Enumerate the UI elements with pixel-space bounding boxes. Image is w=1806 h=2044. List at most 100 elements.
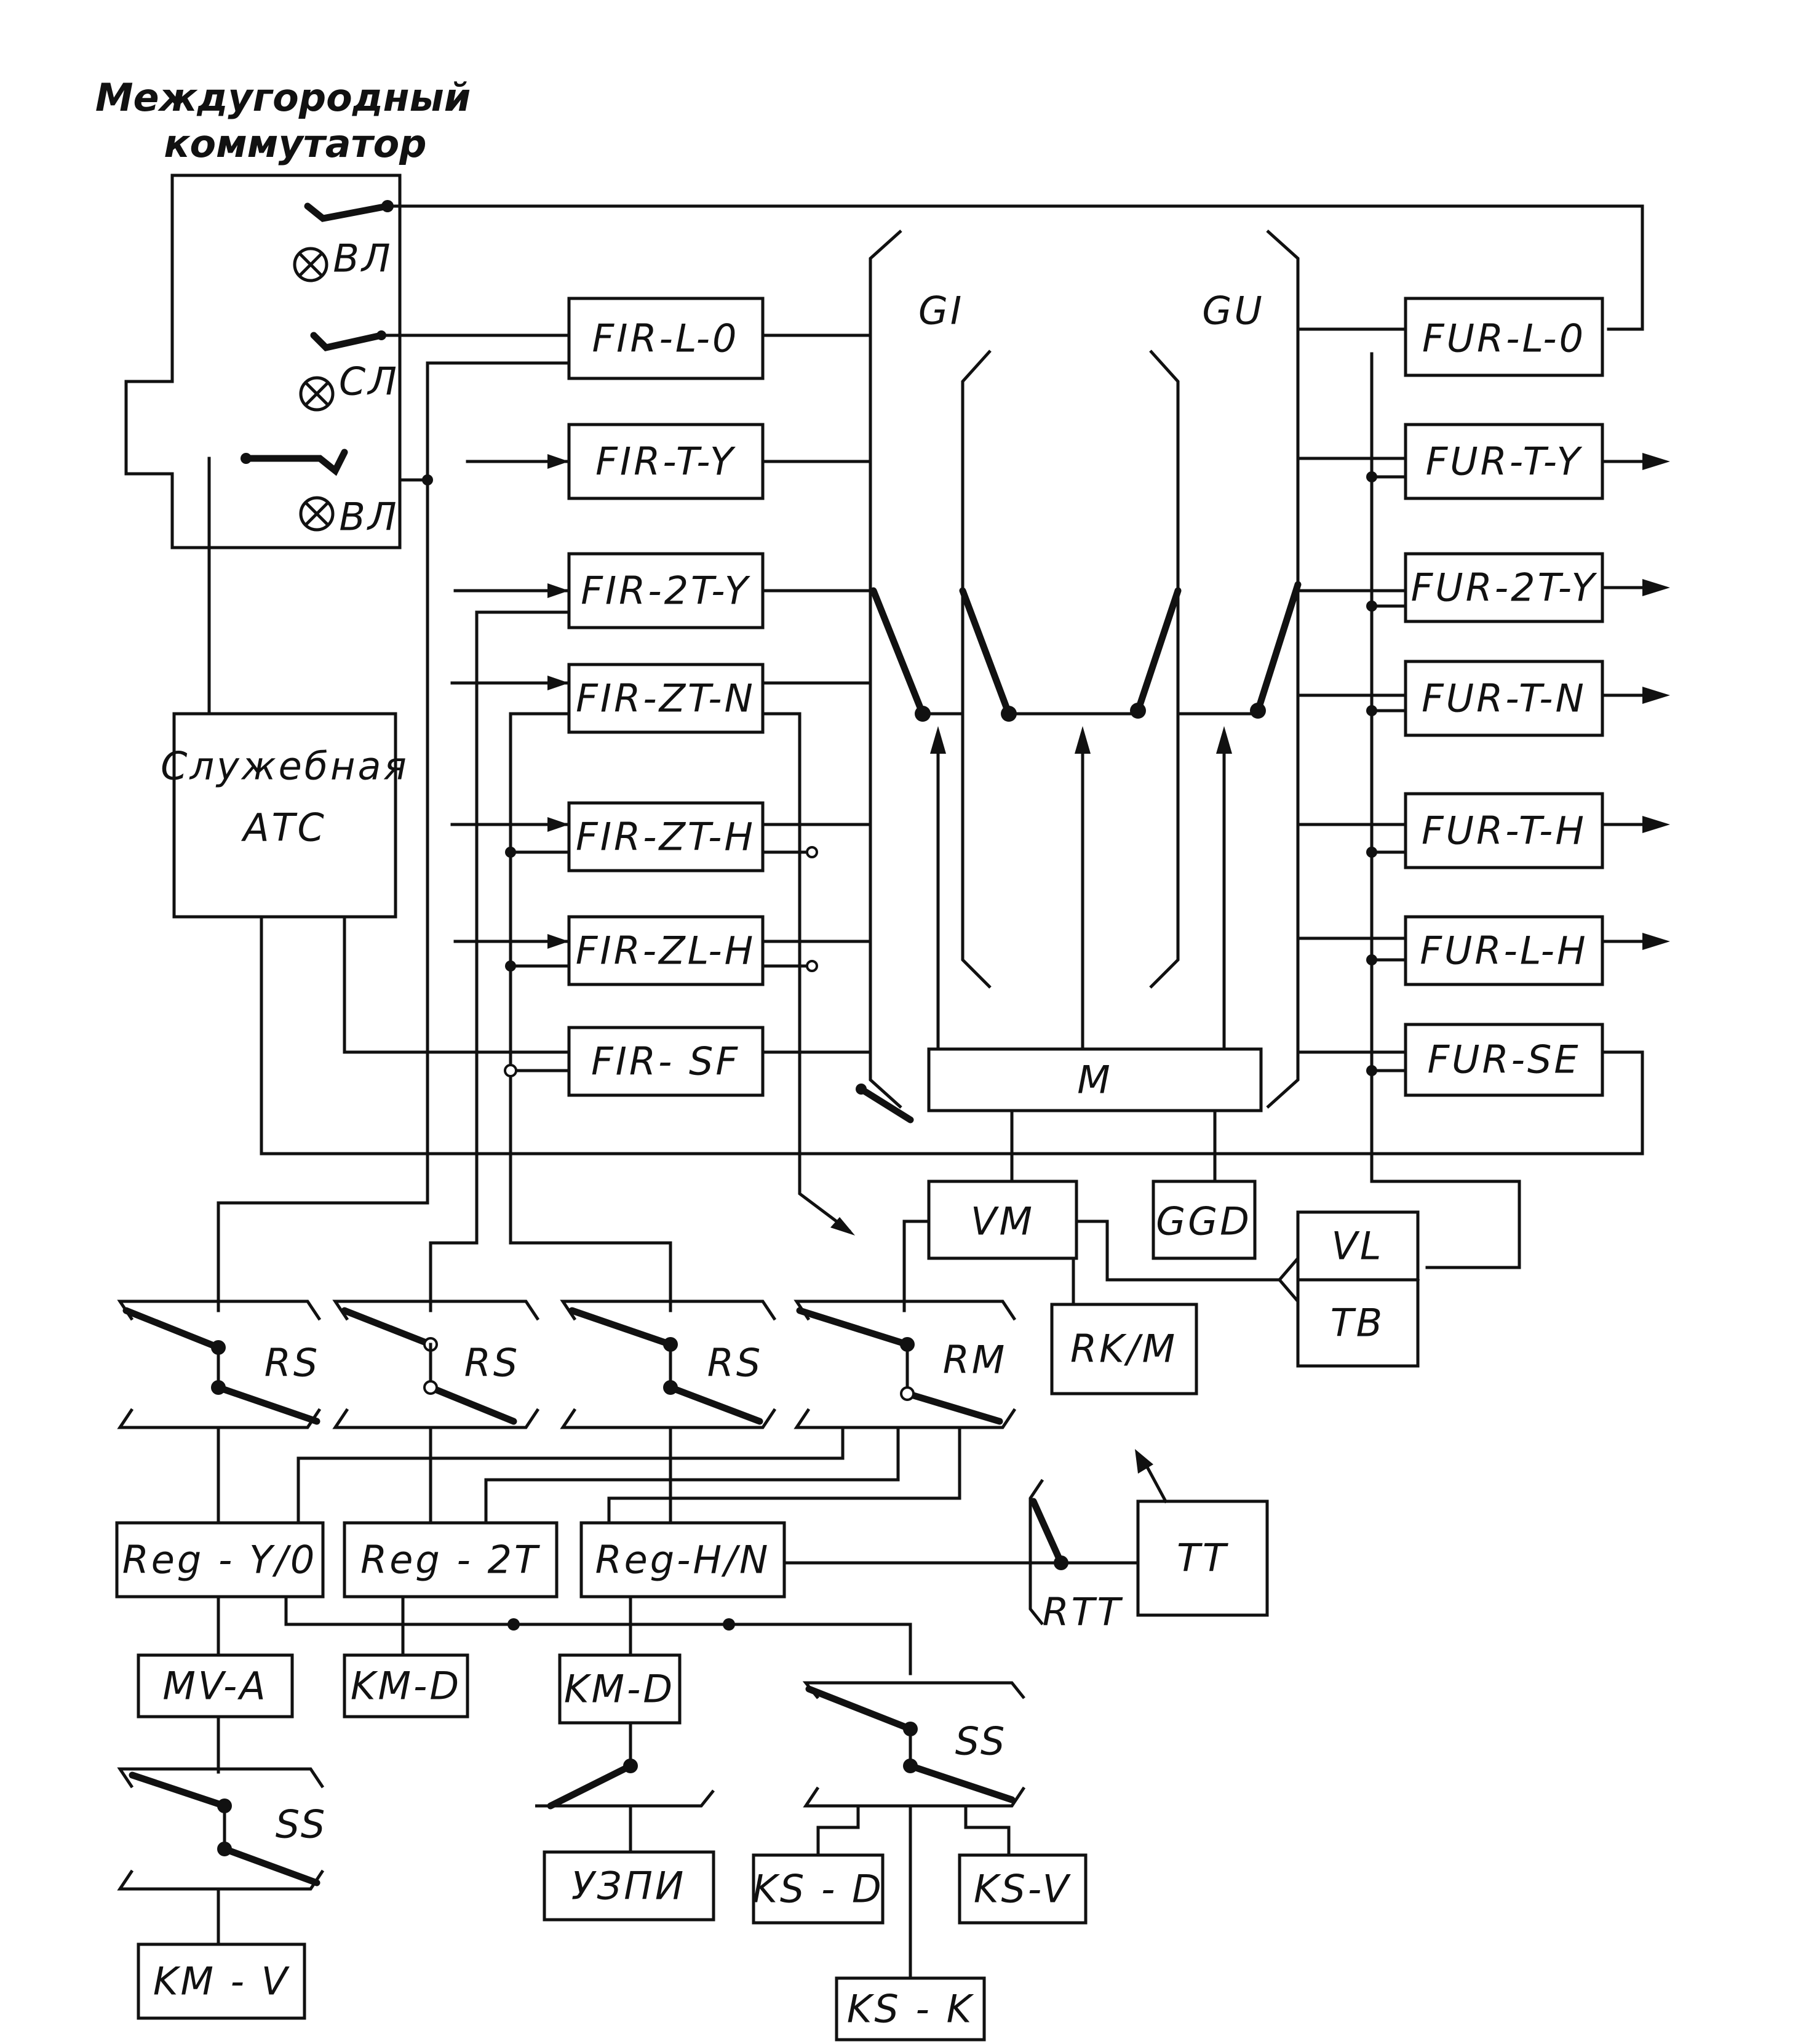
fur-block-1 [1404,297,1604,377]
jack-2-icon [310,332,385,352]
service-exchange-label-1: Служебная [161,744,409,789]
vm-block [927,1180,1078,1260]
marker-label: M [1077,1058,1113,1103]
kmd-2-label: KM-D [564,1667,675,1712]
fir-label-3: FIR-2T-Y [581,569,750,613]
rtt-selector: RTT [782,1479,1140,1635]
reg-y0-label: Reg - Y/0 [122,1538,317,1583]
lamp-3-label: ВЛ [339,495,399,540]
fur-block-7 [1404,1023,1604,1097]
rs-3-label: RS [707,1341,763,1386]
lamp-1-label: ВЛ [333,236,392,281]
ksk-block [835,1976,986,2042]
fir-label-1: FIR-L-0 [592,316,739,361]
rm-label: RM [943,1338,1008,1383]
ksv-label: KS-V [974,1867,1072,1912]
fir-block-1 [567,297,765,380]
ksk-label: KS - K [847,1987,974,2032]
tt-block [1136,1499,1269,1617]
tb-block [1296,1278,1420,1368]
fur-label-1: FUR-L-0 [1422,316,1586,361]
ss-1-label: SS [276,1802,328,1847]
trunk-switchboard: ВЛ СЛ ВЛ [124,174,402,549]
lamp-3-icon [299,496,335,532]
fir-label-4: FIR-ZT-N [576,676,755,721]
uzpi-label: УЗПИ [571,1864,686,1909]
gu-outer-bracket [1266,230,1300,1109]
fur-label-4: FUR-T-N [1422,676,1586,721]
fir-block-4 [567,663,765,734]
diagram-title-line1: Междугородный [95,75,471,120]
ksd-label: KS - D [752,1867,884,1912]
mva-label: MV-A [162,1664,268,1709]
vl-label: VL [1332,1224,1384,1269]
fur-block-6 [1404,915,1604,986]
fir-label-5: FIR-ZT-H [576,815,755,860]
diagram-title-line2: коммутатор [164,121,426,166]
tb-label: TB [1331,1301,1385,1346]
marker-block [927,1047,1263,1112]
fir-block-7 [567,1026,765,1097]
rkm-block [1050,1303,1198,1395]
rs-1-label: RS [265,1341,320,1386]
kmv-block [137,1942,306,2020]
fur-label-3: FUR-2T-Y [1411,565,1597,610]
wiring [207,204,1644,1312]
ksd-block [752,1853,885,1925]
fir-label-7: FIR- SF [591,1039,740,1084]
fir-block-6 [567,915,765,986]
lamp-2-label: СЛ [339,359,399,404]
register-selectors: RS RS RS RM [117,1299,1017,1525]
fur-label-7: FUR-SE [1427,1037,1580,1082]
rtt-label: RTT [1043,1590,1123,1635]
ggd-label: GGD [1156,1199,1252,1244]
fir-block-2 [567,423,765,500]
kmd-1-label: KM-D [351,1664,461,1709]
fir-label-2: FIR-T-Y [595,439,736,484]
gu-inner-bracket [1149,349,1180,989]
fir-block-5 [567,801,765,872]
rkm-label: RK/M [1070,1327,1177,1371]
service-exchange-label-2: АТС [241,805,327,850]
vl-block [1296,1210,1420,1282]
reg-y0-block [115,1521,325,1599]
lamp-2-icon [299,376,335,412]
kmv-label: KM - V [153,1959,290,2004]
reg-hn-label: Reg-H/N [595,1538,771,1583]
gi-outer-bracket [869,230,902,1109]
ksv-block [958,1853,1088,1925]
fir-label-6: FIR-ZL-H [576,928,756,973]
vm-label: VM [971,1199,1035,1244]
fur-label-2: FUR-T-Y [1426,439,1583,484]
fur-block-4 [1404,660,1604,737]
gi-inner-bracket [961,349,992,989]
lower-wiring: SS SS [117,1595,1026,1980]
fur-block-2 [1404,423,1604,500]
fur-label-6: FUR-L-H [1420,928,1588,973]
ggd-block [1152,1180,1257,1260]
lamp-1-icon [293,247,328,282]
fur-wiring [1296,327,1670,1269]
fur-block-3 [1404,552,1604,623]
switching-network: GI GU [856,230,1302,1124]
jack-1-icon [304,202,391,222]
service-exchange: Служебная АТС [161,712,409,919]
uzpi-block [543,1850,715,1922]
kmd-2-block [558,1653,682,1725]
kmd-1-block [343,1653,469,1719]
fir-block-3 [567,552,765,629]
gi-label: GI [918,289,964,333]
reg-hn-block [579,1521,786,1599]
mva-block [137,1653,294,1719]
rs-2-label: RS [464,1341,520,1386]
reg-2t-block [343,1521,559,1599]
fur-label-5: FUR-T-H [1422,808,1586,853]
fur-block-column: FUR-L-0 FUR-T-Y FUR-2T-Y FUR-T-N FUR-T-H… [1404,297,1604,1097]
fur-block-5 [1404,792,1604,869]
tt-label: TT [1177,1536,1228,1581]
fir-block-column: FIR-L-0 FIR-T-Y FIR-2T-Y FIR-ZT-N FIR-ZT… [567,297,765,1097]
reg-2t-label: Reg - 2T [360,1538,540,1583]
ss-2-label: SS [955,1719,1008,1764]
jack-3-icon [242,449,348,476]
